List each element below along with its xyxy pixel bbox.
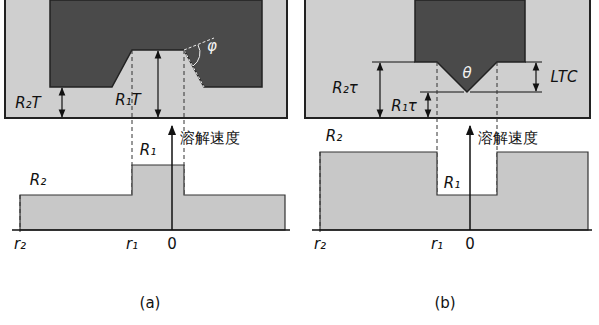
tool-electrode — [415, 0, 525, 92]
label: R₂T — [15, 95, 41, 112]
cone-length-arrow — [535, 63, 536, 91]
angle-arc — [193, 45, 200, 66]
label: R₂ — [326, 128, 342, 145]
r-axis — [312, 229, 592, 231]
rate-axis — [469, 126, 471, 230]
label: (b) — [434, 295, 455, 312]
r-axis — [12, 229, 290, 231]
label: LTC — [551, 69, 578, 86]
label: r₁ — [126, 236, 138, 253]
extension-line — [420, 92, 464, 93]
label: θ — [462, 65, 471, 82]
gap-arrow — [157, 51, 158, 117]
label: R₂τ — [332, 80, 357, 97]
label: 溶解速度 — [478, 130, 538, 147]
gap-arrow — [379, 63, 380, 117]
projection-line — [20, 195, 21, 232]
gap-arrow — [61, 88, 62, 117]
label: (a) — [140, 295, 161, 312]
label: 0 — [465, 236, 475, 253]
label: r₂ — [314, 236, 326, 253]
extension-line — [470, 92, 542, 93]
extension-line — [525, 62, 542, 63]
gap-arrow — [427, 93, 428, 117]
solution-bath — [305, 0, 590, 118]
projection-line — [320, 152, 321, 232]
rate-profile — [320, 152, 588, 230]
label: R₁ — [140, 142, 156, 159]
rate-profile — [20, 165, 285, 230]
label: R₂ — [30, 172, 46, 189]
label: 0 — [167, 236, 177, 253]
label: r₁ — [431, 236, 443, 253]
label: R₁T — [115, 92, 141, 109]
label: R₁ — [444, 175, 460, 192]
rate-axis — [171, 126, 173, 230]
label: φ — [207, 38, 217, 55]
bath-wall — [305, 0, 590, 118]
tool-electrode — [50, 0, 262, 87]
bath-wall — [5, 0, 287, 118]
label: r₂ — [14, 236, 26, 253]
label: R₁τ — [391, 98, 416, 115]
extension-line — [372, 62, 415, 63]
label: 溶解速度 — [180, 130, 240, 147]
solution-bath — [5, 0, 287, 118]
